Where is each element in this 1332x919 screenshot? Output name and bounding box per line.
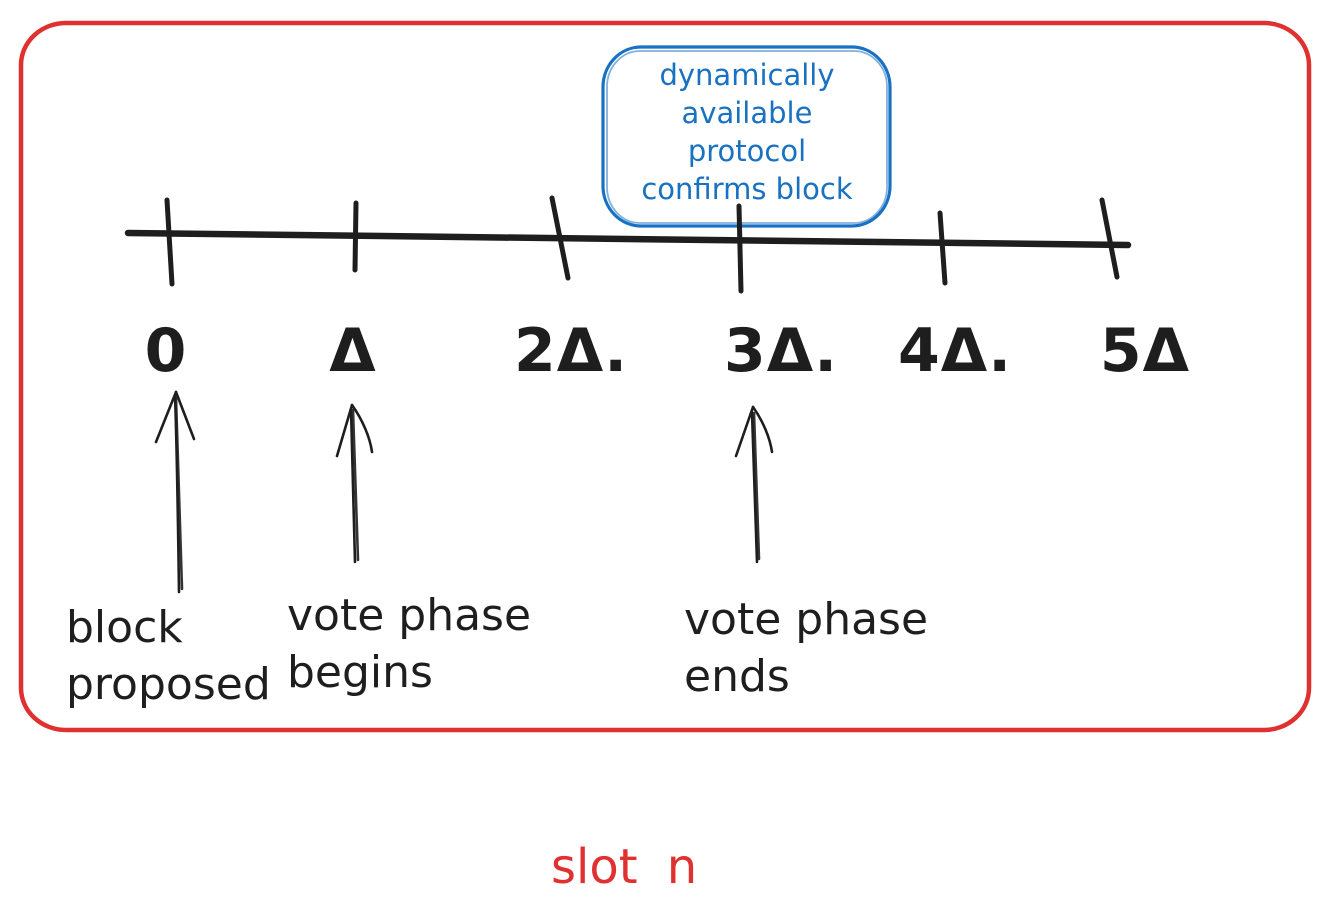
- slot-caption: slot n: [551, 839, 698, 895]
- arrow-vote-phase-begins: [335, 403, 374, 564]
- tick-mark-5: [1099, 197, 1120, 280]
- arrow-shaft: [750, 410, 759, 564]
- arrow-barb-left: [734, 405, 755, 458]
- tick-label-2delta: 2Δ.: [514, 316, 628, 386]
- tick-mark-4: [937, 210, 948, 286]
- tick-mark-1: [352, 200, 359, 273]
- arrow-vote-phase-ends: [734, 405, 774, 564]
- arrow-barb-right: [751, 405, 774, 454]
- callout-text: dynamically available protocol confirms …: [641, 58, 853, 206]
- arrow-barb-left: [335, 403, 354, 458]
- slot-frame-border: [18, 20, 1312, 733]
- tick-mark-0: [164, 197, 175, 287]
- arrow-barb-left: [154, 390, 178, 444]
- arrow-shaft-echo: [174, 396, 184, 591]
- tick-label-delta: Δ: [329, 316, 377, 386]
- tick-mark-3: [736, 203, 744, 294]
- arrow-block-proposed: [154, 390, 196, 594]
- arrow-barb-right: [350, 403, 374, 454]
- tick-label-5delta: 5Δ: [1099, 316, 1191, 386]
- tick-mark-2: [549, 195, 571, 281]
- callout-bubble-echo-stroke: [606, 50, 888, 224]
- arrow-shaft-echo: [351, 408, 360, 562]
- callout-bubble: [601, 45, 892, 228]
- arrow-shaft-echo: [752, 411, 761, 561]
- arrow-shaft: [349, 407, 357, 564]
- tick-label-4delta: 4Δ.: [898, 316, 1012, 386]
- label-vote-phase-begins: vote phase begins: [287, 590, 532, 698]
- tick-label-0: 0: [144, 316, 188, 386]
- label-vote-phase-ends: vote phase ends: [684, 594, 929, 702]
- arrow-barb-right: [174, 390, 196, 441]
- tick-label-3delta: 3Δ.: [724, 316, 838, 386]
- timeline-axis: [124, 229, 1132, 249]
- label-block-proposed: block proposed: [66, 602, 271, 710]
